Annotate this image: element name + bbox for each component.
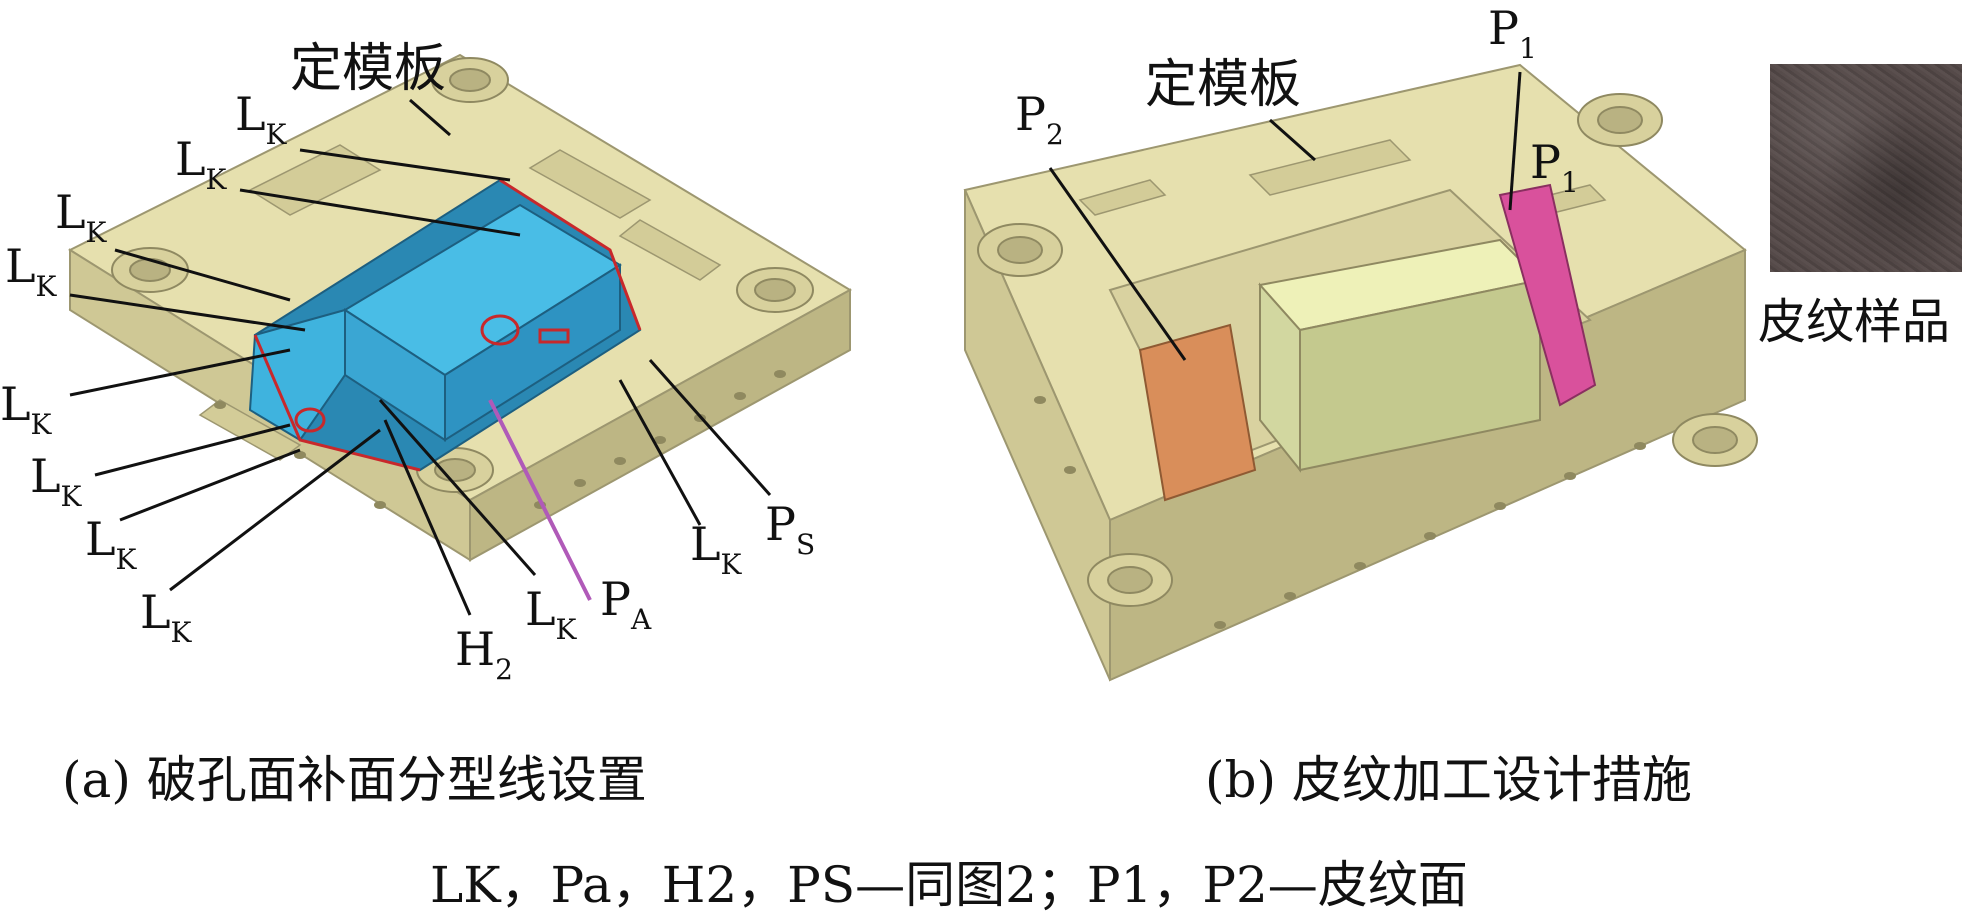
svg-text:LK: LK xyxy=(30,449,83,513)
p2-textured-surface xyxy=(1138,323,1257,502)
central-block-side xyxy=(1299,278,1541,472)
plate-b-side-holes xyxy=(1034,396,1646,629)
panel-a-lk-leaders xyxy=(69,148,702,592)
panel-b-mould: 定模板 P1 P1 P2 xyxy=(963,1,1758,682)
parting-line-marks xyxy=(253,178,642,472)
panel-a-caption: (a) 破孔面补面分型线设置 xyxy=(62,751,647,809)
p2-leader xyxy=(1048,167,1187,361)
footer-legend: LK，Pa，H2，PS—同图2；P1，P2—皮纹面 xyxy=(430,856,1468,914)
svg-text:LK: LK xyxy=(55,185,108,249)
p1-label-top: P1 xyxy=(1488,1,1537,65)
p1-textured-surface xyxy=(1498,183,1597,407)
pa-label: PA xyxy=(600,572,652,636)
svg-text:LK: LK xyxy=(5,239,58,303)
svg-text:LK: LK xyxy=(140,585,193,649)
h2-leader xyxy=(383,419,472,616)
panel-a-plate-label: 定模板 xyxy=(290,39,446,99)
h2-label: H2 xyxy=(455,622,513,686)
svg-text:LK: LK xyxy=(525,582,578,646)
svg-text:LK: LK xyxy=(175,132,228,196)
svg-text:LK: LK xyxy=(85,512,138,576)
panel-b-plate-label: 定模板 xyxy=(1145,55,1301,115)
plate-b-bosses xyxy=(977,93,1758,607)
svg-text:LK: LK xyxy=(0,377,53,441)
panel-b-plate-leader xyxy=(1269,118,1316,162)
svg-text:LK: LK xyxy=(235,87,288,151)
ps-leader xyxy=(648,359,772,496)
cavity-insert-wing xyxy=(248,308,346,442)
panel-a-plate-leader xyxy=(409,98,451,137)
panel-b-caption: (b) 皮纹加工设计措施 xyxy=(1205,751,1692,809)
ps-label: PS xyxy=(765,497,815,561)
leather-sample-label: 皮纹样品 xyxy=(1758,294,1951,350)
panel-a-mould: 定模板 LK LK LK LK LK LK LK LK xyxy=(0,39,852,686)
svg-text:LK: LK xyxy=(690,517,743,581)
plate-a-right-face xyxy=(469,288,851,562)
cavity-insert-side xyxy=(444,263,621,442)
panel-a-lk-labels: LK LK LK LK LK LK LK LK LK LK xyxy=(0,87,743,649)
pa-leader xyxy=(488,399,592,601)
p1-label-inner: P1 xyxy=(1530,135,1579,199)
p2-label: P2 xyxy=(1015,87,1064,151)
leather-sample-image xyxy=(1770,64,1962,272)
p1-leader-top xyxy=(1508,71,1522,211)
